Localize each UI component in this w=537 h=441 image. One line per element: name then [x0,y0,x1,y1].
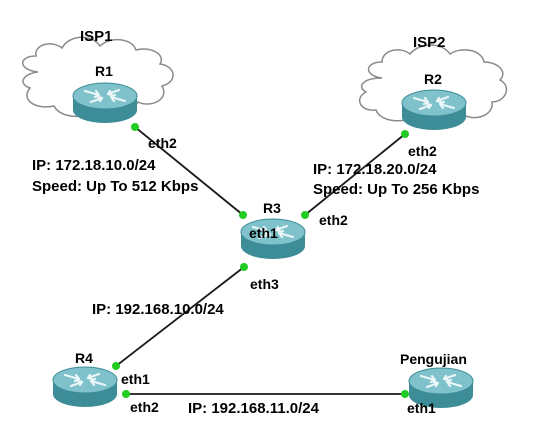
link-r1-r3-ip: IP: 172.18.10.0/24 [32,157,156,174]
interface-label-r3-eth1: eth1 [249,225,278,241]
port-dot-r4-eth1 [112,362,120,370]
port-dot-r3-eth1 [239,211,247,219]
port-dot-r2-eth2 [401,130,409,138]
link-r2-r3-speed: Speed: Up To 256 Kbps [313,181,479,198]
router-r4[interactable] [51,365,119,409]
interface-label-r4-eth1: eth1 [121,371,150,387]
isp2-cloud [358,44,508,124]
link-r4-pengujian-ip: IP: 192.168.11.0/24 [188,400,320,417]
isp2-label: ISP2 [413,34,446,51]
interface-label-r3-eth3: eth3 [250,276,279,292]
router-r3-name: R3 [263,200,281,216]
interface-label-r2-eth2: eth2 [408,143,437,159]
router-r4-name: R4 [75,350,93,366]
interface-label-r4-eth2: eth2 [130,399,159,415]
link-r1-r3 [134,126,244,216]
port-dot-r3-eth3 [240,263,248,271]
interface-label-pengujian-eth1: eth1 [407,400,436,416]
link-r3-r4 [115,266,245,367]
link-r1-r3-speed: Speed: Up To 512 Kbps [32,178,198,195]
port-dot-r4-eth2 [122,390,130,398]
router-icon [51,365,119,409]
interface-label-r1-eth2: eth2 [148,135,177,151]
link-r2-r3 [304,133,406,216]
link-r2-r3-ip: IP: 172.18.20.0/24 [313,161,437,178]
isp1-label: ISP1 [80,28,113,45]
router-icon [71,81,139,125]
router-r2[interactable] [400,88,468,132]
port-dot-r3-eth2 [301,211,309,219]
router-r2-name: R2 [424,71,442,87]
router-r1-name: R1 [95,63,113,79]
router-icon [400,88,468,132]
router-r1[interactable] [71,81,139,125]
port-dot-pengujian-eth1 [401,390,409,398]
interface-label-r3-eth2: eth2 [319,212,348,228]
router-pengujian-name: Pengujian [400,351,467,367]
link-r3-r4-ip: IP: 192.168.10.0/24 [92,301,224,318]
port-dot-r1-eth2 [131,123,139,131]
